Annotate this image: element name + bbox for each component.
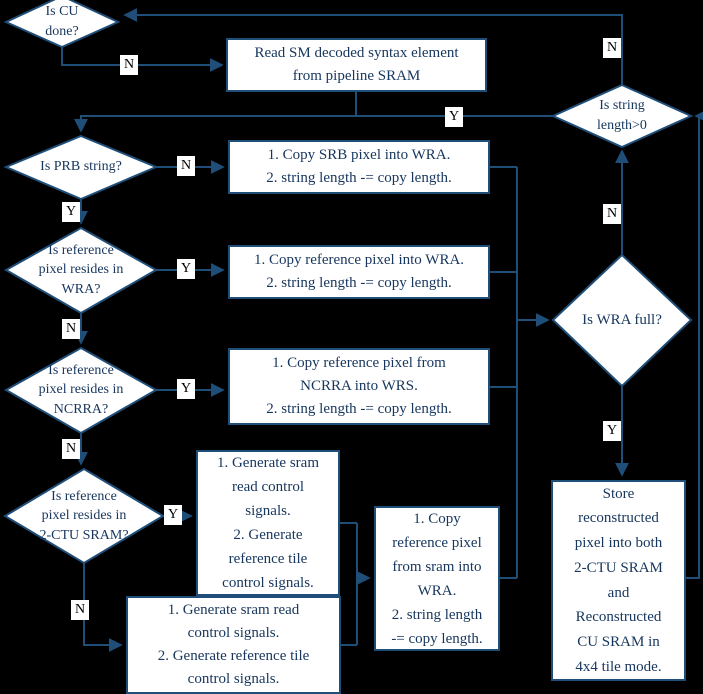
- edge-2ctu-n-to-gen-lower: [83, 563, 123, 652]
- branch-label-ncrra-n: N: [62, 439, 80, 459]
- branch-label-ncrra-y: Y: [177, 379, 195, 399]
- diamond-is-cu-done: [3, 0, 121, 49]
- branch-label-strlen-n: N: [603, 38, 621, 58]
- diamond-is-string-length: [550, 83, 694, 149]
- branch-label-wra-y: Y: [177, 259, 195, 279]
- branch-label-cu-n: N: [120, 55, 138, 75]
- process-copy-ncrra: 1. Copy reference pixel from NCRRA into …: [228, 348, 490, 425]
- diamond-is-ref-2ctu: [3, 467, 165, 565]
- branch-label-wra-n: N: [62, 319, 80, 339]
- edge-cu-done-n-to-read-sm: [61, 47, 224, 72]
- diamond-is-ref-wra: [3, 226, 159, 315]
- process-copy-srb: 1. Copy SRB pixel into WRA. 2. string le…: [228, 140, 490, 194]
- diamond-is-ref-ncrra: [3, 346, 159, 435]
- diamond-is-wra-full: [551, 253, 693, 388]
- branch-label-2ctu-y: Y: [164, 505, 182, 525]
- edge-store-to-strlen: [686, 109, 703, 579]
- process-copy-ref-wra: 1. Copy reference pixel into WRA. 2. str…: [228, 245, 490, 299]
- process-store-pixel: Store reconstructed pixel into both 2-CT…: [551, 480, 686, 681]
- branch-label-wra-full-y: Y: [603, 421, 621, 441]
- branch-label-2ctu-n: N: [71, 600, 89, 620]
- diamond-is-prb-string: [3, 134, 159, 201]
- process-generate-lower: 1. Generate sram read control signals. 2…: [126, 596, 341, 694]
- branch-label-strlen-y: Y: [445, 107, 463, 127]
- branch-label-prb-y: Y: [62, 202, 80, 222]
- edge-strlen-y-to-prb: [74, 115, 553, 133]
- process-generate-upper: 1. Generate sram read control signals. 2…: [196, 450, 340, 596]
- branch-label-wra-full-n: N: [603, 204, 621, 224]
- process-read-sm: Read SM decoded syntax element from pipe…: [226, 38, 487, 92]
- branch-label-prb-n: N: [177, 156, 195, 176]
- edge-strlen-n-to-cu-done: [123, 8, 623, 86]
- process-copy-sram: 1. Copy reference pixel from sram into W…: [374, 506, 500, 651]
